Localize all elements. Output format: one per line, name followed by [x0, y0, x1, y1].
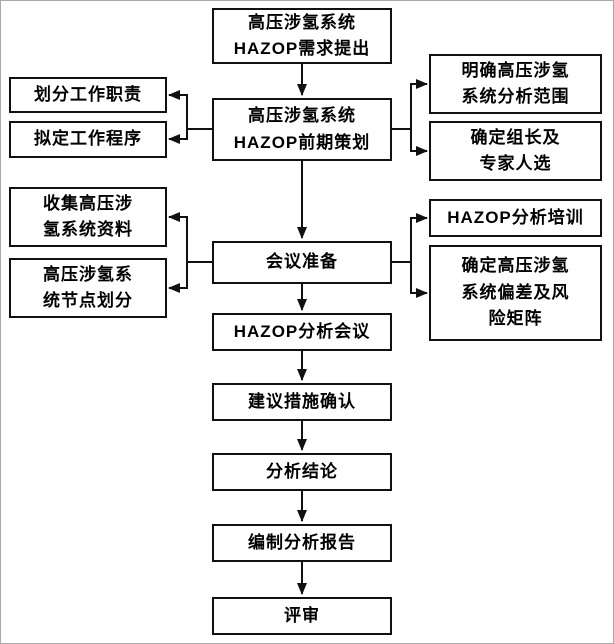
- node-leader-experts: 确定组长及 专家人选: [429, 121, 602, 181]
- arrows-prep-right: [392, 213, 428, 298]
- arrows-planning-left: [168, 90, 212, 144]
- arrows-planning-right: [392, 79, 428, 156]
- node-analysis-meeting: HAZOP分析会议: [212, 313, 392, 351]
- node-analysis-scope: 明确高压涉氢 系统分析范围: [429, 54, 602, 114]
- node-draft-procedures: 拟定工作程序: [9, 121, 167, 158]
- node-meeting-preparation: 会议准备: [212, 241, 392, 284]
- node-review: 评审: [212, 597, 392, 635]
- node-analysis-report: 编制分析报告: [212, 524, 392, 562]
- arrows-prep-left: [168, 212, 212, 293]
- node-hazop-planning: 高压涉氢系统 HAZOP前期策划: [212, 98, 392, 161]
- node-analysis-training: HAZOP分析培训: [429, 199, 602, 237]
- node-analysis-conclusion: 分析结论: [212, 453, 392, 491]
- node-divide-duties: 划分工作职责: [9, 77, 167, 113]
- node-hazop-requirement: 高压涉氢系统 HAZOP需求提出: [212, 8, 392, 64]
- node-deviation-risk-matrix: 确定高压涉氢 系统偏差及风 险矩阵: [429, 245, 602, 341]
- node-node-division: 高压涉氢系 统节点划分: [9, 258, 167, 318]
- node-collect-materials: 收集高压涉 氢系统资料: [9, 187, 167, 247]
- node-measures-confirmation: 建议措施确认: [212, 383, 392, 421]
